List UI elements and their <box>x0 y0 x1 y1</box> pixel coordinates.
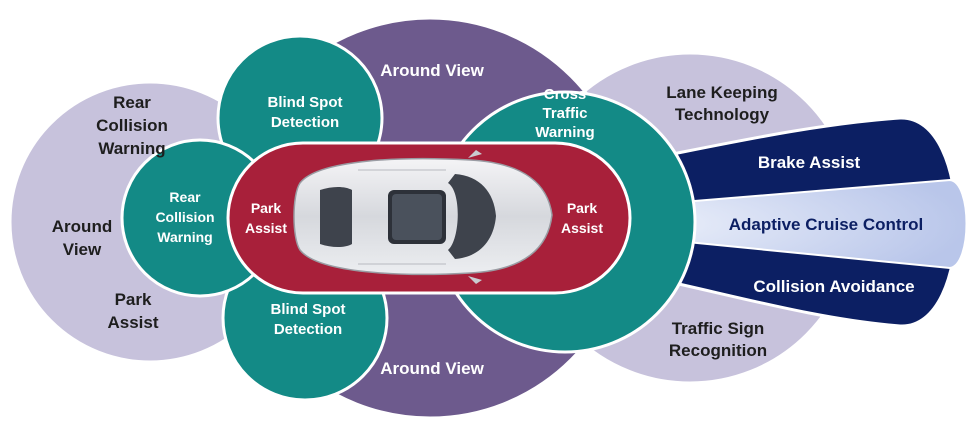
label-line: Assist <box>245 220 287 236</box>
label-line: Around View <box>380 61 484 80</box>
label-line: Warning <box>535 124 594 141</box>
label-line: Park <box>567 200 598 216</box>
label-line: Detection <box>274 321 342 338</box>
label-line: Assist <box>107 313 158 332</box>
label-line: View <box>63 240 102 259</box>
label-line: Collision <box>96 116 168 135</box>
label-line: Rear <box>113 93 151 112</box>
label-line: Collision <box>155 209 214 225</box>
label-line: Blind Spot <box>268 94 343 111</box>
label-line: Park <box>251 200 282 216</box>
label-line: Warning <box>157 229 212 245</box>
adaptive-cruise-label: Adaptive Cruise Control <box>729 215 924 234</box>
label-line: Assist <box>561 220 603 236</box>
collision-avoidance-label: Collision Avoidance <box>753 277 914 296</box>
label-line: Technology <box>675 105 770 124</box>
label-line: Traffic Sign <box>672 319 765 338</box>
around-view-top-label: Around View <box>380 61 484 80</box>
brake-assist-label: Brake Assist <box>758 153 861 172</box>
label-line: Warning <box>98 139 165 158</box>
car-top-view-icon <box>293 150 553 284</box>
label-line: Rear <box>169 189 201 205</box>
around-view-bottom-label: Around View <box>380 359 484 378</box>
label-line: Collision Avoidance <box>753 277 914 296</box>
adaptive-cruise-beam <box>584 178 968 270</box>
label-line: Traffic <box>542 105 587 122</box>
label-line: Park <box>115 290 152 309</box>
label-line: Brake Assist <box>758 153 861 172</box>
label-line: Lane Keeping <box>666 83 777 102</box>
label-line: Around <box>52 217 112 236</box>
label-line: Recognition <box>669 341 767 360</box>
label-line: Blind Spot <box>271 301 346 318</box>
label-line: Detection <box>271 114 339 131</box>
label-line: Adaptive Cruise Control <box>729 215 924 234</box>
label-line: Cross <box>544 86 587 103</box>
label-line: Around View <box>380 359 484 378</box>
